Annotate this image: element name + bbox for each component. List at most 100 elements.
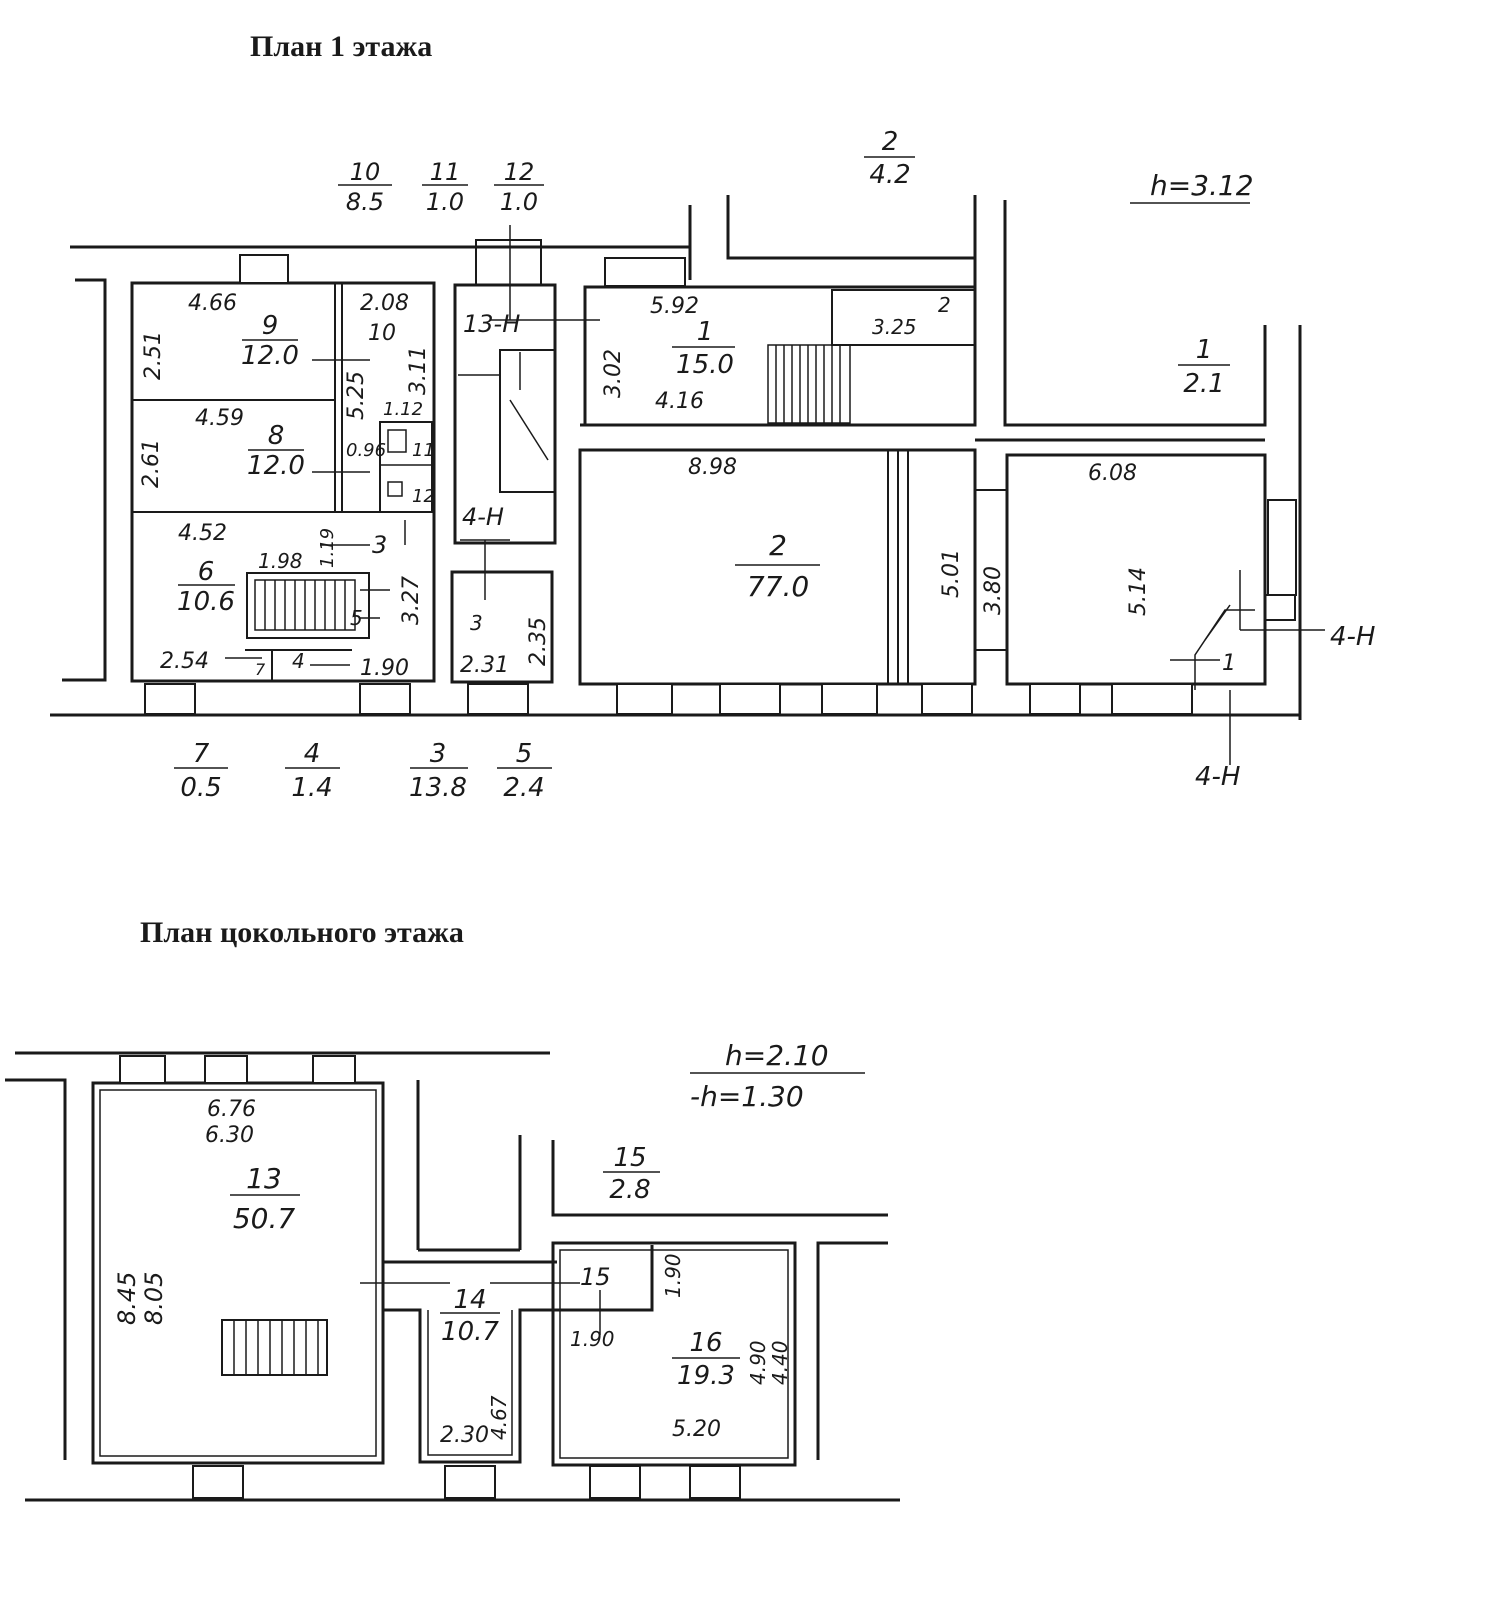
stair-room1 — [767, 344, 851, 424]
dimension-label: 1.90 — [661, 1253, 685, 1298]
wall — [1003, 200, 1267, 427]
dimension-label: 3.27 — [399, 576, 424, 625]
basement-height-negative: -h=1.30 — [690, 1080, 804, 1113]
window — [204, 1055, 248, 1084]
stair-steps-room1 — [775, 345, 841, 423]
room-label: 13-Н — [463, 310, 520, 338]
room-number: 1 — [1222, 651, 1236, 676]
window — [689, 1465, 741, 1499]
dimension-label: 3.11 — [406, 346, 431, 395]
basement-height: h=2.10 — [725, 1039, 829, 1072]
dimension-label: 3.02 — [601, 349, 626, 398]
stair-basement — [221, 1319, 328, 1376]
room-1-outline — [583, 285, 977, 427]
dimension-label: 2.51 — [141, 331, 166, 380]
fraction-num: 12 — [504, 158, 535, 186]
dimension-label: 1.12 — [383, 399, 423, 420]
basement-walls — [5, 1051, 900, 1502]
floor1-text: h=3.12 10 8.5 11 1.0 12 1.0 2 4.2 1 2.1 … — [139, 127, 1375, 803]
wall — [551, 1140, 888, 1217]
basement-windows — [119, 1055, 741, 1499]
wall — [62, 278, 107, 682]
floor1-plan — [50, 156, 1325, 769]
side-niche — [1264, 594, 1296, 621]
stair-flight — [499, 349, 556, 493]
dimension-label: 6.08 — [1088, 461, 1137, 486]
dimension-label: 1.19 — [317, 528, 338, 568]
stair-steps — [264, 580, 346, 630]
basement-rooms — [91, 1081, 797, 1467]
room-number: 4 — [292, 649, 305, 673]
room-number: 11 — [412, 440, 435, 461]
dimension-label: 3.25 — [872, 315, 917, 339]
dimension-label: 8.05 — [140, 1272, 168, 1325]
sink-fixture — [387, 481, 403, 497]
fraction-num: 1 — [1196, 335, 1213, 365]
room-14-outline — [383, 1308, 557, 1464]
room-label: 4-Н — [1330, 622, 1375, 652]
room-number: 10 — [368, 321, 396, 346]
dimension-label: 4.66 — [188, 291, 237, 316]
stair-diagonal — [509, 399, 549, 461]
dimension-label: 5.20 — [672, 1417, 721, 1442]
dimension-label: 2.31 — [460, 653, 509, 678]
stair-steps-basement — [233, 1320, 319, 1375]
fraction-den: 2.8 — [609, 1175, 650, 1205]
window — [144, 683, 196, 715]
dimension-label: 2.30 — [440, 1423, 489, 1448]
room-16-inner — [559, 1249, 789, 1459]
fraction-num: 1 — [697, 317, 714, 347]
dimension-label: 1.90 — [570, 1327, 615, 1351]
floor1-left-rooms — [130, 281, 436, 683]
room-16-outline — [551, 1241, 797, 1467]
window — [119, 1055, 166, 1084]
dimension-label: 4.90 — [746, 1340, 770, 1385]
wall — [5, 1078, 67, 1460]
fraction-den: 2.1 — [1183, 369, 1224, 399]
fraction-num: 2 — [882, 127, 899, 157]
room-number: 2 — [938, 293, 951, 317]
fraction-den: 1.4 — [291, 773, 332, 803]
dimension-label: 6.30 — [205, 1123, 254, 1148]
room-14-inner — [427, 1310, 513, 1456]
fraction-num: 14 — [453, 1285, 486, 1315]
window — [589, 1465, 641, 1499]
room-3-small — [450, 570, 554, 684]
dimension-label: 4.40 — [768, 1340, 792, 1385]
fraction-num: 4 — [304, 739, 321, 769]
dimension-label: 5.25 — [344, 371, 369, 420]
fraction-num: 9 — [262, 311, 279, 341]
basement-fraction-bars — [230, 1072, 865, 1359]
basement-plan-title: План цокольного этажа — [140, 916, 464, 949]
fraction-num: 7 — [193, 739, 210, 769]
floor1-plan-title: План 1 этажа — [250, 30, 433, 63]
window — [616, 683, 673, 715]
room-label: 4-Н — [462, 503, 504, 531]
room-number: 3 — [372, 531, 387, 559]
dimension-label: 6.76 — [207, 1097, 256, 1122]
entry-stair — [1194, 609, 1255, 690]
fraction-den: 1.0 — [500, 188, 538, 216]
fraction-num: 8 — [268, 421, 285, 451]
dimension-label: 2.35 — [526, 617, 551, 666]
room-number: 7 — [255, 660, 266, 679]
dimension-label: 2.61 — [139, 439, 164, 488]
wall — [816, 1241, 888, 1460]
dimension-label: 4.16 — [655, 389, 704, 414]
window — [359, 683, 411, 715]
fraction-den: 77.0 — [747, 570, 809, 603]
room-number: 12 — [412, 486, 435, 507]
fraction-num: 10 — [350, 158, 381, 186]
fraction-den: 0.5 — [180, 773, 221, 803]
fraction-den: 4.2 — [869, 160, 910, 190]
room-13-inner — [99, 1089, 377, 1457]
dimension-label: 3.80 — [981, 566, 1006, 615]
wc-block — [379, 421, 433, 513]
window — [604, 257, 686, 287]
window — [821, 683, 878, 715]
toilet-fixture — [387, 429, 407, 453]
fraction-den: 10.7 — [441, 1317, 499, 1347]
fraction-num: 16 — [689, 1328, 722, 1358]
floor1-fraction-bars — [174, 156, 1250, 769]
